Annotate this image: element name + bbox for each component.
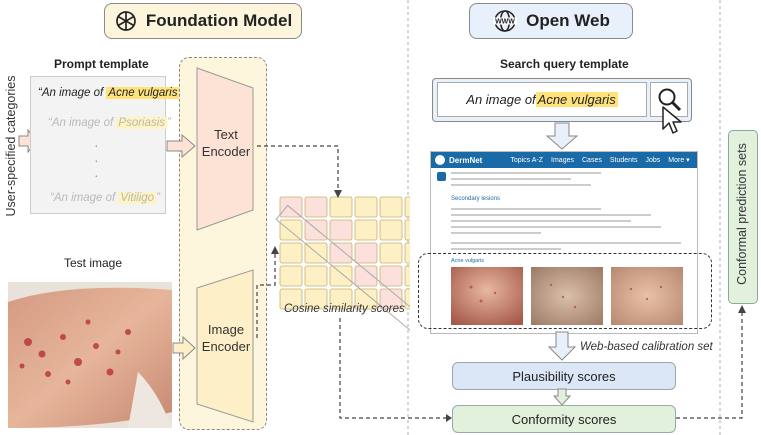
similarity-cell bbox=[304, 265, 328, 287]
similarity-cell bbox=[379, 196, 403, 218]
foundation-model-header: Foundation Model bbox=[104, 3, 302, 39]
dermnet-logo-icon bbox=[435, 155, 445, 165]
dermnet-nav-4[interactable]: Students bbox=[609, 156, 638, 164]
similarity-cell bbox=[304, 288, 328, 310]
prompt-to-encoder-arrow bbox=[166, 134, 196, 158]
dermnet-text-lines-top bbox=[451, 172, 601, 186]
similarity-cell bbox=[379, 265, 403, 287]
search-icon bbox=[658, 88, 682, 112]
conformity-scores-label: Conformity scores bbox=[511, 411, 617, 427]
similarity-cell bbox=[404, 219, 410, 241]
similarity-cell bbox=[379, 219, 403, 241]
image-encoder-shape bbox=[196, 269, 254, 423]
dermnet-nav-1[interactable]: Topics A-Z bbox=[510, 156, 544, 164]
conformal-sets-label: Conformal prediction sets bbox=[735, 143, 749, 285]
similarity-cell bbox=[279, 242, 303, 264]
mouse-cursor-icon bbox=[662, 106, 682, 134]
plausibility-scores-label: Plausibility scores bbox=[512, 368, 616, 384]
similarity-cell bbox=[404, 196, 410, 218]
prompt-ellipsis-2: · bbox=[94, 152, 99, 168]
calibration-caption: Web-based calibration set bbox=[580, 341, 713, 353]
open-web-title: Open Web bbox=[526, 11, 610, 30]
text-encoder-label: Text Encoder bbox=[201, 127, 251, 159]
cosine-similarity-grid bbox=[256, 145, 410, 340]
image-encoder-label: Image Encoder bbox=[201, 322, 251, 354]
similarity-cell bbox=[279, 196, 303, 218]
similarity-cell bbox=[404, 242, 410, 264]
similarity-cell bbox=[279, 219, 303, 241]
similarity-cell bbox=[329, 196, 353, 218]
prompt-acne: “An image of Acne vulgaris” bbox=[38, 87, 183, 99]
dermnet-webpage: DermNet Topics A-Z Images Cases Students… bbox=[430, 151, 698, 334]
search-input[interactable]: An image of Acne vulgaris bbox=[437, 82, 647, 117]
similarity-cell bbox=[354, 288, 378, 310]
prompt-template-box bbox=[30, 76, 166, 214]
test-image-title: Test image bbox=[64, 256, 123, 270]
www-globe-icon: WWW bbox=[493, 10, 518, 32]
dermnet-section-label: Acne vulgaris bbox=[451, 258, 485, 264]
dermnet-acne-photos bbox=[451, 267, 683, 325]
prompt-psoriasis: “An image of Psoriasis” bbox=[48, 117, 171, 129]
similarity-cell bbox=[329, 265, 353, 287]
prompt-vitiligo: “An image of Vitiligo” bbox=[50, 192, 160, 204]
dermnet-text-lines-mid bbox=[451, 208, 681, 250]
foundation-model-title: Foundation Model bbox=[145, 11, 293, 30]
dermnet-nav-2[interactable]: Images bbox=[551, 156, 574, 164]
similarity-cell bbox=[354, 219, 378, 241]
similarity-cell bbox=[379, 288, 403, 310]
text-encoder-shape bbox=[196, 67, 254, 231]
plausibility-to-conformity-arrow bbox=[553, 388, 571, 406]
similarity-cell bbox=[354, 265, 378, 287]
dermnet-nav-3[interactable]: Cases bbox=[582, 156, 602, 164]
prompt-ellipsis-3: · bbox=[94, 167, 99, 183]
conformity-scores-box: Conformity scores bbox=[452, 405, 676, 433]
calibration-set-highlight bbox=[418, 253, 712, 329]
similarity-cell bbox=[354, 196, 378, 218]
dermnet-navbar: DermNet Topics A-Z Images Cases Students… bbox=[431, 152, 697, 168]
search-to-web-arrow bbox=[545, 122, 579, 150]
openai-logo-icon bbox=[115, 11, 136, 31]
similarity-cell bbox=[279, 265, 303, 287]
svg-text:WWW: WWW bbox=[495, 19, 515, 26]
web-to-plausibility-arrow bbox=[547, 331, 577, 361]
similarity-cell bbox=[329, 288, 353, 310]
image-to-encoder-arrow bbox=[172, 336, 196, 360]
similarity-cell bbox=[354, 242, 378, 264]
cosine-similarity-caption: Cosine similarity scores bbox=[284, 303, 405, 315]
dermnet-logo: DermNet bbox=[449, 155, 483, 165]
similarity-cell bbox=[279, 288, 303, 310]
prompt-ellipsis-1: · bbox=[94, 137, 99, 153]
similarity-cell bbox=[404, 265, 410, 287]
similarity-cell bbox=[379, 242, 403, 264]
prompt-template-title: Prompt template bbox=[54, 57, 149, 71]
similarity-cell bbox=[329, 242, 353, 264]
similarity-cell bbox=[329, 219, 353, 241]
dermnet-heading: Secondary lesions bbox=[451, 196, 501, 202]
test-image-skin-photo bbox=[8, 282, 172, 428]
search-query-title: Search query template bbox=[500, 57, 629, 71]
dermnet-nav-5[interactable]: Jobs bbox=[645, 156, 661, 164]
dermnet-nav-6[interactable]: More ▾ bbox=[668, 157, 690, 164]
open-web-header: WWW Open Web bbox=[469, 3, 633, 39]
dermnet-menu-icon[interactable] bbox=[437, 172, 446, 181]
conformal-sets-box bbox=[728, 130, 758, 304]
similarity-cell bbox=[304, 196, 328, 218]
